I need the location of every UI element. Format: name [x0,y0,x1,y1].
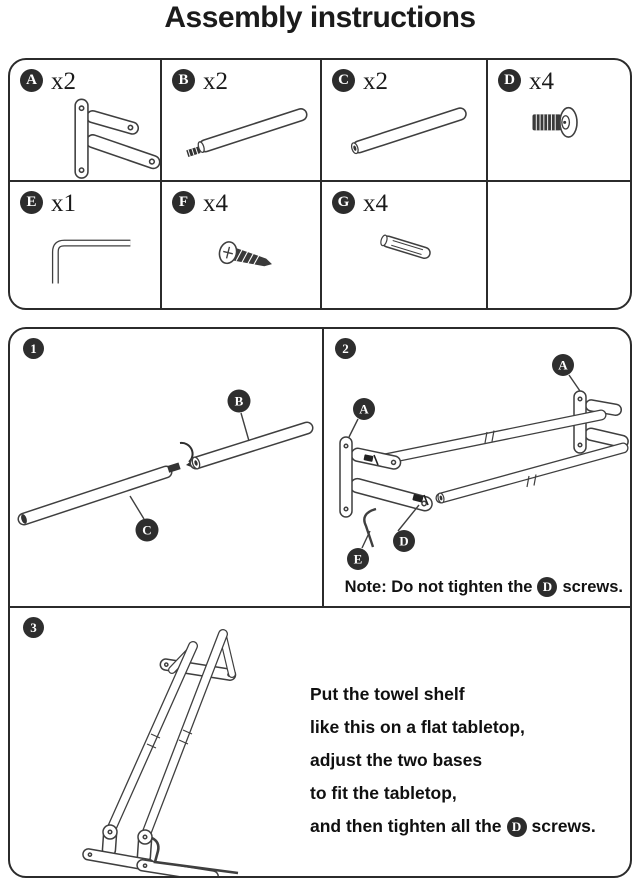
step-1-number-badge: 1 [23,338,44,359]
panel-divider-vertical [322,329,324,606]
part-c-qty: x2 [363,68,388,95]
page-title: Assembly instructions [164,1,476,34]
instruction-line-5: and then tighten all the D screws. [310,810,596,843]
instruction-line-3: adjust the two bases [310,750,483,770]
step-3-number-badge: 3 [23,617,44,638]
screw-d-badge [393,530,415,552]
svg-text:B: B [235,394,244,409]
part-e-header: E x1 [20,189,76,216]
note-prefix: Note: Do not tighten the [344,577,533,596]
step-3-drawing [82,629,239,876]
step-3-panel: 3 [10,608,630,876]
part-d-header: D x4 [498,67,554,94]
part-d-qty: x4 [529,68,554,95]
parts-cell-c: C x2 [322,60,488,182]
parts-cell-a: A x2 [10,60,162,182]
tube-c-label-badge [135,518,159,542]
allen-key-in-step2 [363,507,377,548]
part-e-qty: x1 [51,190,76,217]
allen-key-in-step3 [151,836,239,875]
part-f-header: F x4 [172,189,228,216]
parts-cell-empty [488,182,630,308]
panel-divider-horizontal [10,606,630,608]
svg-text:C: C [142,523,151,538]
flange-bolt-icon [532,106,578,138]
part-c-header: C x2 [332,67,388,94]
note-d-badge: D [537,577,558,597]
part-f-badge: F [172,191,195,214]
part-b-qty: x2 [203,68,228,95]
part-b-header: B x2 [172,67,228,94]
parts-cell-e: E x1 [10,182,162,308]
parts-cell-f: F x4 [162,182,322,308]
instruction-line-2: like this on a flat tabletop, [310,717,525,737]
part-c-badge: C [332,69,355,92]
allen-key-e-badge [347,548,369,570]
part-g-qty: x4 [363,190,388,217]
part-a-qty: x2 [51,68,76,95]
wall-bracket-icon [74,98,160,179]
step-2-number-badge: 2 [335,338,356,359]
bracket-a-right-badge [552,354,574,376]
parts-cell-d: D x4 [488,60,630,182]
part-g-header: G x4 [332,189,388,216]
part-d-badge: D [498,69,521,92]
step-1-drawing: B C [17,389,314,542]
svg-text:A: A [558,358,568,373]
svg-text:A: A [359,402,369,417]
part-a-badge: A [20,69,43,92]
step-2-note: Note: Do not tighten the D screws. [345,577,623,597]
steps-box: 1 B [8,327,632,878]
svg-text:D: D [399,534,408,549]
label-c-leader-line [129,495,145,520]
tube-b-label-badge [227,389,251,413]
parts-cell-g: G x4 [322,182,488,308]
tube-b-icon [186,108,308,157]
part-b-badge: B [172,69,195,92]
final-line-d-badge: D [506,816,527,837]
step-2-drawing: A A D E [339,354,629,570]
svg-text:E: E [354,552,363,567]
note-suffix: screws. [562,577,623,596]
allen-key-icon [51,239,131,284]
wood-screw-icon [218,241,272,267]
step-3-instructions: Put the towel shelf like this on a flat … [310,678,596,843]
step-1-panel: 1 B [10,329,322,606]
parts-cell-b: B x2 [162,60,322,182]
part-a-header: A x2 [20,67,76,94]
instruction-line-1: Put the towel shelf [310,684,465,704]
part-e-badge: E [20,191,43,214]
step-2-panel: 2 [324,329,630,606]
tube-c-icon [350,107,467,155]
final-line-suffix: screws. [531,816,596,836]
part-g-badge: G [332,191,355,214]
parts-table: A x2 B x2 [8,58,632,310]
wall-anchor-icon [380,234,431,260]
instruction-line-4: to fit the tabletop, [310,783,457,803]
bracket-a-left-badge [353,398,375,420]
part-f-qty: x4 [203,190,228,217]
label-b-leader-line [240,412,250,442]
final-line-prefix: and then tighten all the [310,816,502,836]
